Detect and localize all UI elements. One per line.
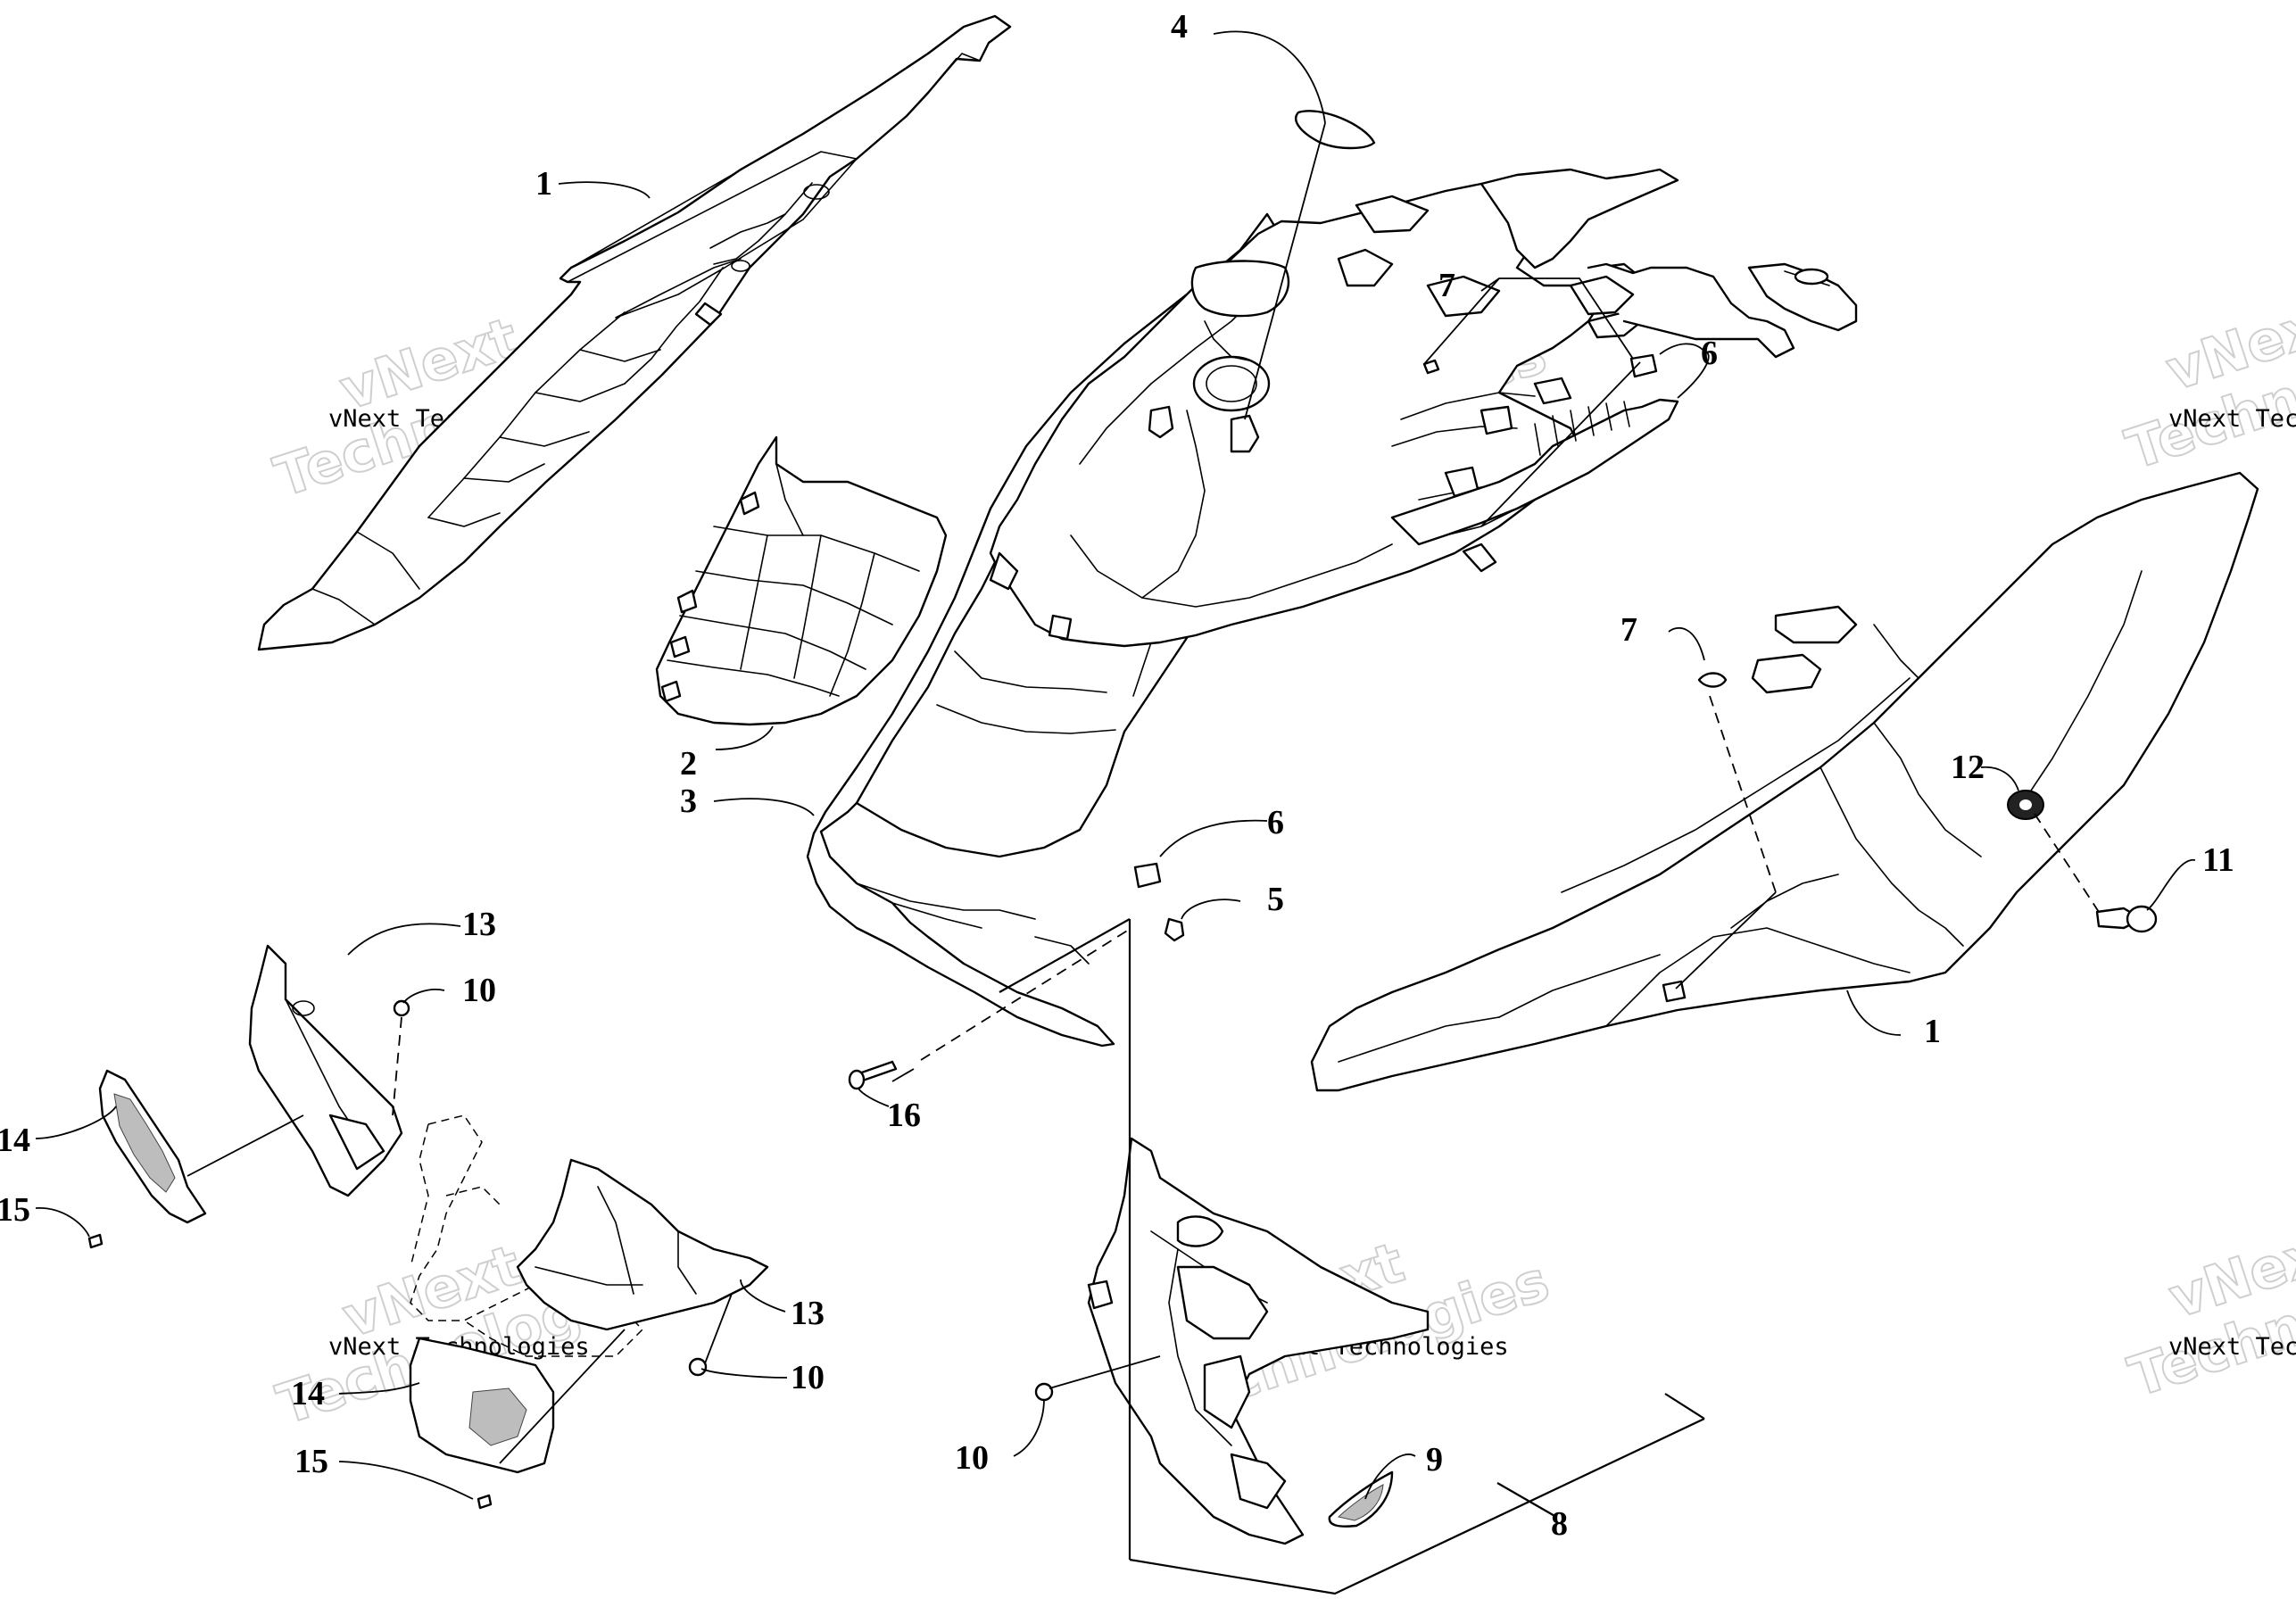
callout-10: 10 bbox=[462, 972, 496, 1009]
callout-14: 14 bbox=[291, 1375, 325, 1412]
callout-9: 9 bbox=[1426, 1441, 1443, 1478]
callout-10: 10 bbox=[955, 1439, 989, 1477]
callout-1: 1 bbox=[1924, 1013, 1941, 1050]
lower-left-assembly bbox=[98, 944, 769, 1474]
lower-side-bracket bbox=[1087, 1137, 1430, 1545]
leader-lines bbox=[35, 30, 2196, 1595]
callout-13: 13 bbox=[791, 1295, 825, 1332]
side-mesh-screen bbox=[1328, 1470, 1394, 1528]
callout-7: 7 bbox=[1620, 611, 1637, 649]
watermark-bottom-right: vNext Technologies bbox=[2120, 1212, 2296, 1411]
watermark-top-right: vNext Technologies bbox=[2118, 285, 2296, 484]
console-rear-bracket bbox=[1480, 168, 1858, 359]
callout-2: 2 bbox=[680, 745, 697, 783]
badge-emblem bbox=[1295, 110, 1376, 150]
console-shell bbox=[989, 182, 1608, 648]
callout-1: 1 bbox=[535, 165, 552, 203]
callout-15: 15 bbox=[0, 1191, 30, 1229]
callout-labels: 1 1 2 3 4 5 6 6 7 7 8 9 10 10 10 11 12 1… bbox=[0, 8, 2234, 1543]
callout-6: 6 bbox=[1701, 335, 1718, 372]
callout-4: 4 bbox=[1171, 8, 1188, 46]
callout-13: 13 bbox=[462, 906, 496, 943]
callout-11: 11 bbox=[2202, 841, 2234, 879]
callout-14: 14 bbox=[0, 1122, 30, 1159]
callout-6: 6 bbox=[1267, 804, 1284, 841]
callout-3: 3 bbox=[680, 783, 697, 820]
callout-8: 8 bbox=[1551, 1505, 1568, 1543]
callout-10: 10 bbox=[791, 1359, 825, 1396]
side-panel-left bbox=[257, 14, 1012, 651]
callout-7: 7 bbox=[1438, 267, 1455, 304]
callout-5: 5 bbox=[1267, 881, 1284, 918]
callout-12: 12 bbox=[1951, 749, 1985, 786]
hardware bbox=[87, 353, 2158, 1510]
watermark-caption-top-right: vNext Technologies bbox=[2168, 405, 2296, 433]
callout-15: 15 bbox=[294, 1443, 328, 1480]
watermark-caption-bottom-right: vNext Technologies bbox=[2168, 1333, 2296, 1361]
callout-16: 16 bbox=[887, 1097, 921, 1134]
side-panel-right bbox=[1310, 471, 2259, 1092]
front-grille bbox=[655, 435, 948, 726]
